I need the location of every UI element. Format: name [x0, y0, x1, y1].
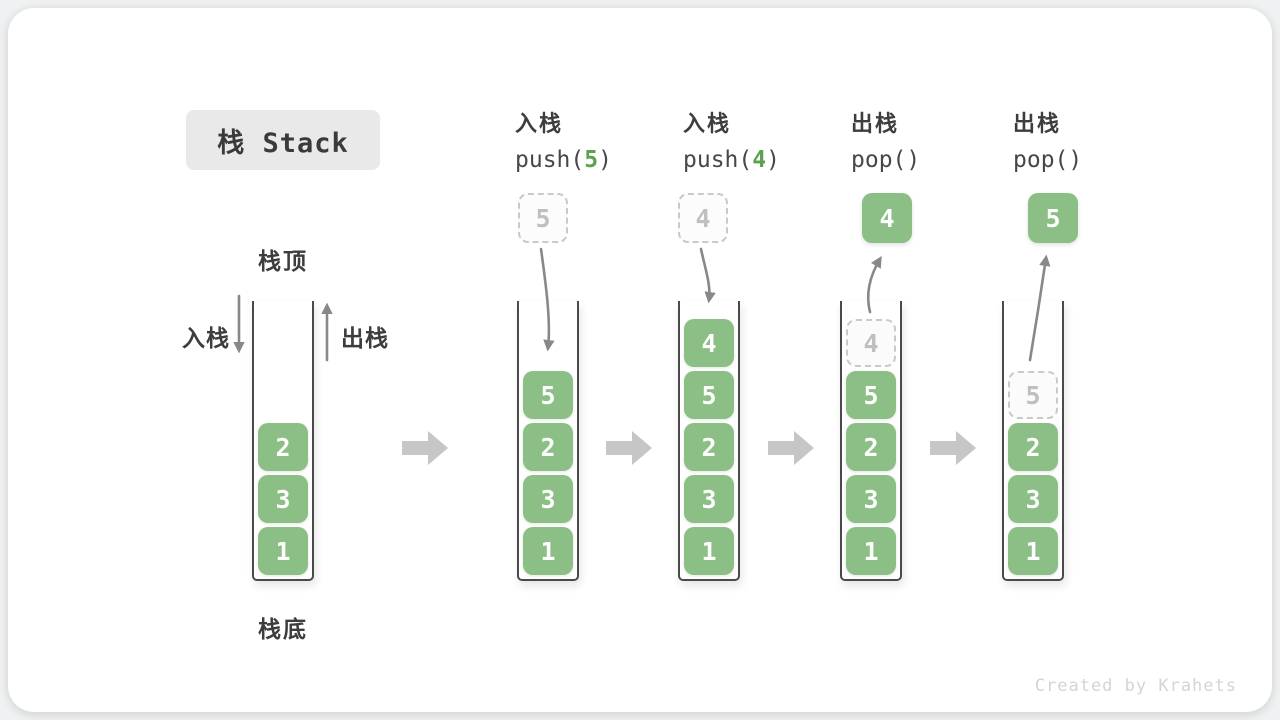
stack-block: 3 [523, 475, 573, 523]
stack-block: 3 [846, 475, 896, 523]
title-text: 栈 Stack [217, 127, 349, 159]
incoming-value-box: 5 [518, 193, 568, 243]
stack-block: 2 [1008, 423, 1058, 471]
stack-block: 3 [1008, 475, 1058, 523]
stack-block: 3 [258, 475, 308, 523]
operation-label-pop-2: 出栈 pop() [1013, 106, 1173, 173]
stack-block: 5 [523, 371, 573, 419]
title-badge: 栈 Stack [186, 110, 380, 170]
stack-block: 2 [846, 423, 896, 471]
stack-block: 1 [846, 527, 896, 575]
next-step-arrow-icon [768, 431, 814, 465]
incoming-value-box: 4 [678, 193, 728, 243]
popped-value-box: 4 [862, 193, 912, 243]
stack-block: 1 [523, 527, 573, 575]
popped-ghost-block: 4 [846, 319, 896, 367]
op-cn-label: 入栈 [683, 111, 732, 136]
stack-container-3: 4 5 2 3 1 [678, 301, 740, 581]
stack-block: 1 [258, 527, 308, 575]
popped-value-box: 5 [1028, 193, 1078, 243]
next-step-arrow-icon [402, 431, 448, 465]
op-code-label: push(4) [683, 147, 780, 173]
stack-container-2: 5 2 3 1 [517, 301, 579, 581]
stack-container-4: 4 5 2 3 1 [840, 301, 902, 581]
operation-label-push-4: 入栈 push(4) [683, 106, 843, 173]
popped-ghost-block: 5 [1008, 371, 1058, 419]
op-code-label: pop() [851, 147, 921, 173]
stack-block: 1 [1008, 527, 1058, 575]
stack-bottom-label: 栈底 [258, 616, 308, 642]
op-cn-label: 出栈 [1013, 111, 1062, 136]
pop-side-label: 出栈 [341, 325, 389, 351]
stack-block: 2 [258, 423, 308, 471]
operation-label-push-5: 入栈 push(5) [515, 106, 675, 173]
code-arg: 5 [584, 147, 599, 173]
watermark-credit: Created by Krahets [1034, 676, 1237, 696]
op-code-label: push(5) [515, 147, 612, 173]
stack-container-5: 5 2 3 1 [1002, 301, 1064, 581]
stack-container-1: 2 3 1 [252, 301, 314, 581]
operation-label-pop-1: 出栈 pop() [851, 106, 1011, 173]
stack-block: 2 [523, 423, 573, 471]
next-step-arrow-icon [606, 431, 652, 465]
stack-block: 5 [846, 371, 896, 419]
op-code-label: pop() [1013, 147, 1083, 173]
stack-block: 3 [684, 475, 734, 523]
stack-block: 2 [684, 423, 734, 471]
op-cn-label: 入栈 [515, 111, 564, 136]
stack-block: 1 [684, 527, 734, 575]
next-step-arrow-icon [930, 431, 976, 465]
stack-block: 4 [684, 319, 734, 367]
op-cn-label: 出栈 [851, 111, 900, 136]
code-arg: 4 [752, 147, 767, 173]
push-side-label: 入栈 [182, 325, 230, 351]
stack-top-label: 栈顶 [258, 248, 308, 274]
stack-block: 5 [684, 371, 734, 419]
